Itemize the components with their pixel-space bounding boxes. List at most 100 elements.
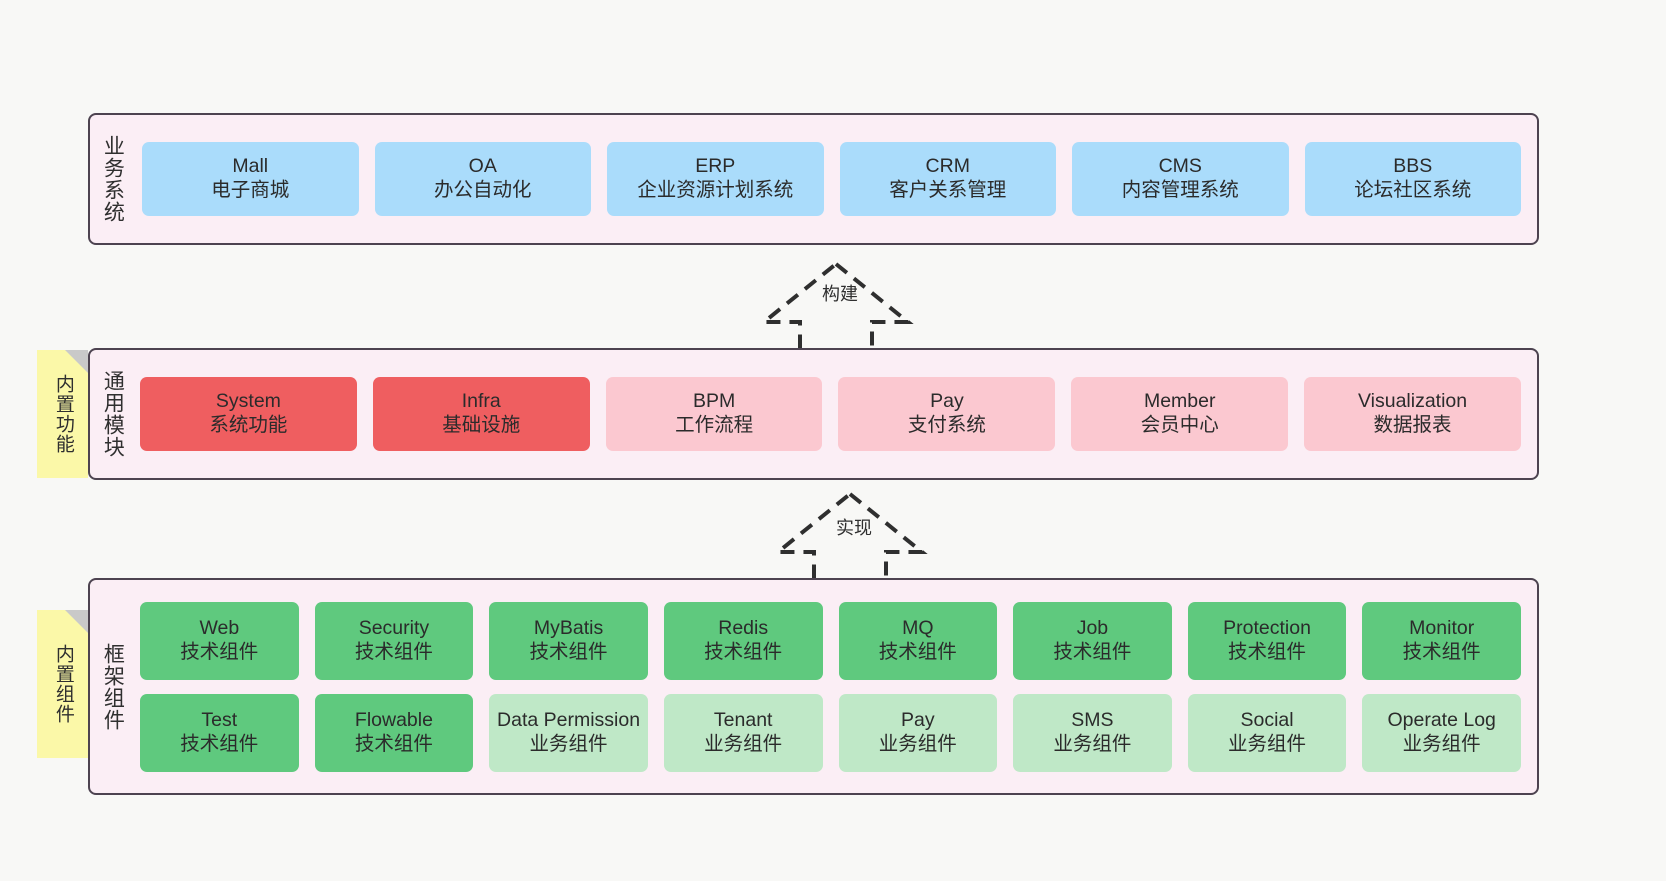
note-builtin-feature: 内置功能: [37, 350, 88, 478]
node-title: SMS: [1071, 708, 1114, 731]
node-desc: 数据报表: [1373, 414, 1452, 436]
framework-layer-body: Web 技术组件 Security 技术组件 MyBatis 技术组件 Redi…: [134, 580, 1537, 793]
node-mq[interactable]: MQ 技术组件: [838, 601, 998, 680]
node-data-permission[interactable]: Data Permission 业务组件: [489, 693, 648, 772]
common-module-layer: 通用模块 System 系统功能 Infra 基础设施 BPM 工作流程 Pay…: [88, 348, 1539, 480]
node-title: Job: [1076, 616, 1109, 639]
node-test[interactable]: Test 技术组件: [140, 693, 299, 772]
node-title: Infra: [461, 390, 501, 413]
build-arrow-label: 构建: [822, 284, 858, 304]
node-desc: 业务组件: [1228, 732, 1307, 755]
node-desc: 业务组件: [704, 732, 783, 755]
node-title: Monitor: [1409, 616, 1475, 639]
node-desc: 技术组件: [354, 732, 433, 755]
framework-component-layer: 框架组件 Web 技术组件 Security 技术组件 MyBatis 技术组件…: [88, 578, 1539, 795]
node-desc: 会员中心: [1140, 414, 1219, 436]
node-desc: 客户关系管理: [889, 179, 1007, 201]
common-layer-body: System 系统功能 Infra 基础设施 BPM 工作流程 Pay 支付系统…: [134, 350, 1537, 478]
node-title: Flowable: [354, 708, 433, 731]
node-desc: 办公自动化: [433, 179, 532, 201]
node-desc: 技术组件: [180, 640, 259, 663]
node-desc: 工作流程: [675, 414, 754, 436]
business-node-row: Mall 电子商城 OA 办公自动化 ERP 企业资源计划系统 CRM 客户关系…: [142, 142, 1521, 216]
node-operate-log[interactable]: Operate Log 业务组件: [1362, 693, 1521, 772]
build-arrow: 构建: [756, 258, 916, 350]
node-cms[interactable]: CMS 内容管理系统: [1072, 142, 1289, 216]
node-web[interactable]: Web 技术组件: [140, 601, 299, 680]
node-protection[interactable]: Protection 技术组件: [1187, 601, 1347, 680]
common-node-row: System 系统功能 Infra 基础设施 BPM 工作流程 Pay 支付系统…: [140, 377, 1521, 451]
node-bbs[interactable]: BBS 论坛社区系统: [1304, 142, 1521, 216]
business-layer-title: 业务系统: [101, 135, 125, 223]
framework-layer-title: 框架组件: [101, 642, 125, 731]
node-title: Tenant: [713, 708, 773, 731]
business-layer-body: Mall 电子商城 OA 办公自动化 ERP 企业资源计划系统 CRM 客户关系…: [134, 115, 1537, 243]
node-title: Member: [1143, 390, 1216, 413]
node-crm[interactable]: CRM 客户关系管理: [839, 142, 1056, 216]
node-title: MQ: [902, 616, 934, 639]
node-desc: 业务组件: [1053, 732, 1132, 755]
business-system-layer: 业务系统 Mall 电子商城 OA 办公自动化 ERP 企业资源计划系统 CRM…: [88, 113, 1539, 245]
node-title: MyBatis: [533, 616, 604, 639]
node-title: Test: [201, 708, 238, 731]
note-label: 内置功能: [52, 374, 74, 454]
node-desc: 技术组件: [180, 732, 259, 755]
node-title: CMS: [1158, 155, 1202, 178]
node-security[interactable]: Security 技术组件: [314, 601, 474, 680]
node-desc: 企业资源计划系统: [637, 179, 794, 201]
node-member[interactable]: Member 会员中心: [1071, 377, 1289, 451]
node-desc: 系统功能: [209, 414, 288, 436]
node-pay-business[interactable]: Pay 业务组件: [838, 693, 998, 772]
node-title: Web: [199, 616, 240, 639]
node-desc: 论坛社区系统: [1354, 179, 1472, 201]
node-desc: 内容管理系统: [1121, 179, 1239, 201]
node-title: Pay: [930, 390, 964, 413]
node-desc: 技术组件: [529, 640, 608, 663]
node-mall[interactable]: Mall 电子商城: [142, 142, 359, 216]
node-desc: 技术组件: [1402, 640, 1481, 663]
node-title: Pay: [901, 708, 935, 731]
implement-arrow-label: 实现: [836, 518, 872, 538]
node-erp[interactable]: ERP 企业资源计划系统: [607, 142, 824, 216]
node-job[interactable]: Job 技术组件: [1013, 601, 1172, 680]
node-title: CRM: [925, 155, 970, 178]
node-desc: 基础设施: [442, 414, 521, 436]
node-desc: 支付系统: [907, 414, 986, 436]
node-desc: 技术组件: [704, 640, 783, 663]
node-visualization[interactable]: Visualization 数据报表: [1304, 377, 1521, 451]
node-bpm[interactable]: BPM 工作流程: [605, 377, 823, 451]
node-pay[interactable]: Pay 支付系统: [838, 377, 1056, 451]
node-flowable[interactable]: Flowable 技术组件: [314, 693, 474, 772]
node-oa[interactable]: OA 办公自动化: [374, 142, 591, 216]
node-title: Security: [358, 616, 430, 639]
node-desc: 电子商城: [211, 179, 290, 201]
note-label: 内置组件: [52, 644, 74, 724]
node-desc: 业务组件: [529, 732, 608, 755]
build-arrow-shape: [758, 261, 914, 350]
node-social[interactable]: Social 业务组件: [1187, 693, 1347, 772]
node-title: BBS: [1393, 155, 1433, 178]
node-sms[interactable]: SMS 业务组件: [1013, 693, 1172, 772]
node-monitor[interactable]: Monitor 技术组件: [1362, 601, 1521, 680]
node-title: OA: [468, 155, 497, 178]
implement-arrow: 实现: [770, 488, 930, 580]
node-desc: 技术组件: [878, 640, 957, 663]
node-desc: 技术组件: [354, 640, 433, 663]
node-system[interactable]: System 系统功能: [140, 377, 357, 451]
node-desc: 业务组件: [878, 732, 957, 755]
node-title: System: [215, 390, 281, 413]
node-title: Protection: [1223, 616, 1311, 639]
framework-business-row: Test 技术组件 Flowable 技术组件 Data Permission …: [140, 693, 1521, 772]
node-title: BPM: [692, 390, 736, 413]
node-redis[interactable]: Redis 技术组件: [663, 601, 823, 680]
node-title: Mall: [232, 155, 269, 178]
node-infra[interactable]: Infra 基础设施: [372, 377, 590, 451]
framework-tech-row: Web 技术组件 Security 技术组件 MyBatis 技术组件 Redi…: [140, 601, 1521, 680]
node-mybatis[interactable]: MyBatis 技术组件: [489, 601, 648, 680]
node-title: Data Permission: [497, 708, 641, 731]
note-builtin-component: 内置组件: [37, 610, 88, 758]
node-desc: 技术组件: [1053, 640, 1132, 663]
node-title: Visualization: [1357, 390, 1468, 413]
node-tenant[interactable]: Tenant 业务组件: [663, 693, 823, 772]
common-layer-title: 通用模块: [101, 370, 125, 458]
